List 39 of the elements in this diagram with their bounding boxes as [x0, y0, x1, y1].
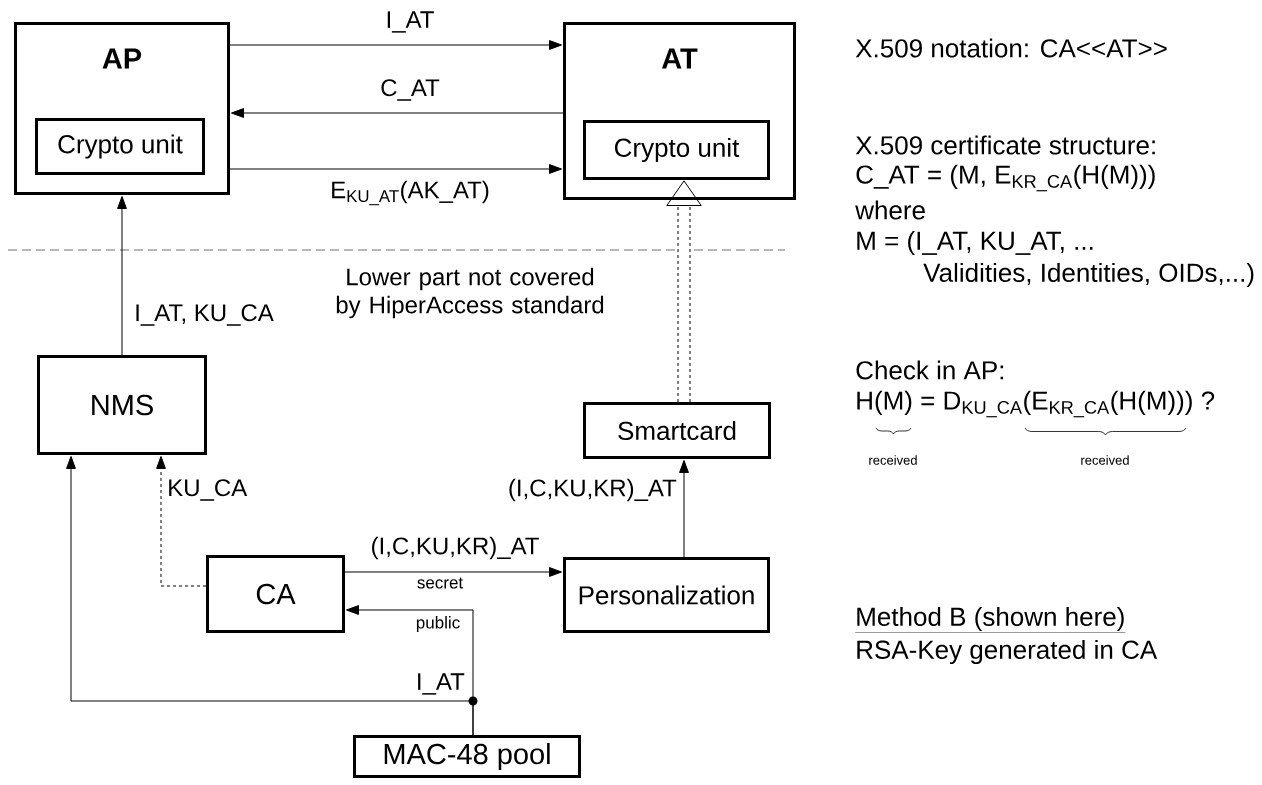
edge-label: I_AT [384, 10, 436, 34]
note-text: X.509 certificate structure: [855, 135, 1155, 155]
arrow [231, 108, 564, 118]
process-box: Personalization [563, 557, 770, 633]
note-text: C_AT = (M, E$_{KR_CA}$(H(M))) [856, 164, 1155, 192]
edge-label: KU_CA [166, 478, 249, 502]
process-box: CA [206, 555, 345, 633]
edge-label: I_AT, KU_CA [133, 303, 275, 327]
note-text: RSA-Key generated in CA [857, 639, 1158, 665]
edge-label: E$_{KU_AT}$(AK_AT) [329, 179, 491, 207]
process-box: Crypto unit [35, 118, 205, 175]
note-text: M = (I_AT, KU_AT, ... [857, 230, 1093, 256]
arrow [666, 180, 702, 402]
arrow [229, 164, 562, 174]
edge-label: (I,C,KU,KR)_AT [369, 535, 541, 561]
small-label: received [869, 455, 917, 465]
note-text: where [855, 200, 925, 220]
arrow [117, 196, 127, 356]
small-label: secret [417, 577, 463, 589]
arrow [66, 456, 474, 736]
note-text: Lower part not covered by HiperAccess standard [336, 267, 604, 319]
process-box: Crypto unit [583, 120, 770, 180]
edge-label: (I,C,KU,KR)_AT [506, 477, 678, 503]
arrow [156, 456, 207, 587]
process-box: NMS [37, 355, 207, 455]
small-label: received [1081, 455, 1129, 465]
edge-label: public [414, 615, 462, 633]
edge-label: I_AT [414, 672, 466, 696]
process-box: MAC-48 pool [353, 735, 581, 778]
edge-label: C_AT [379, 78, 441, 102]
arrow [679, 460, 689, 558]
note-text: H(M) = D$_{KU_CA}$(E$_{KR_CA}$(H(M))) ? [857, 390, 1215, 418]
heading-text: Method B (shown here) [855, 606, 1126, 633]
arrow [229, 40, 562, 50]
note-text: X.509 notation: CA<<AT>> [855, 38, 1167, 58]
note-text: Check in AP: [856, 360, 1004, 380]
arrow [344, 567, 562, 577]
process-box: Smartcard [583, 402, 771, 459]
note-text: Validities, Identities, OIDs,...) [923, 262, 1254, 288]
